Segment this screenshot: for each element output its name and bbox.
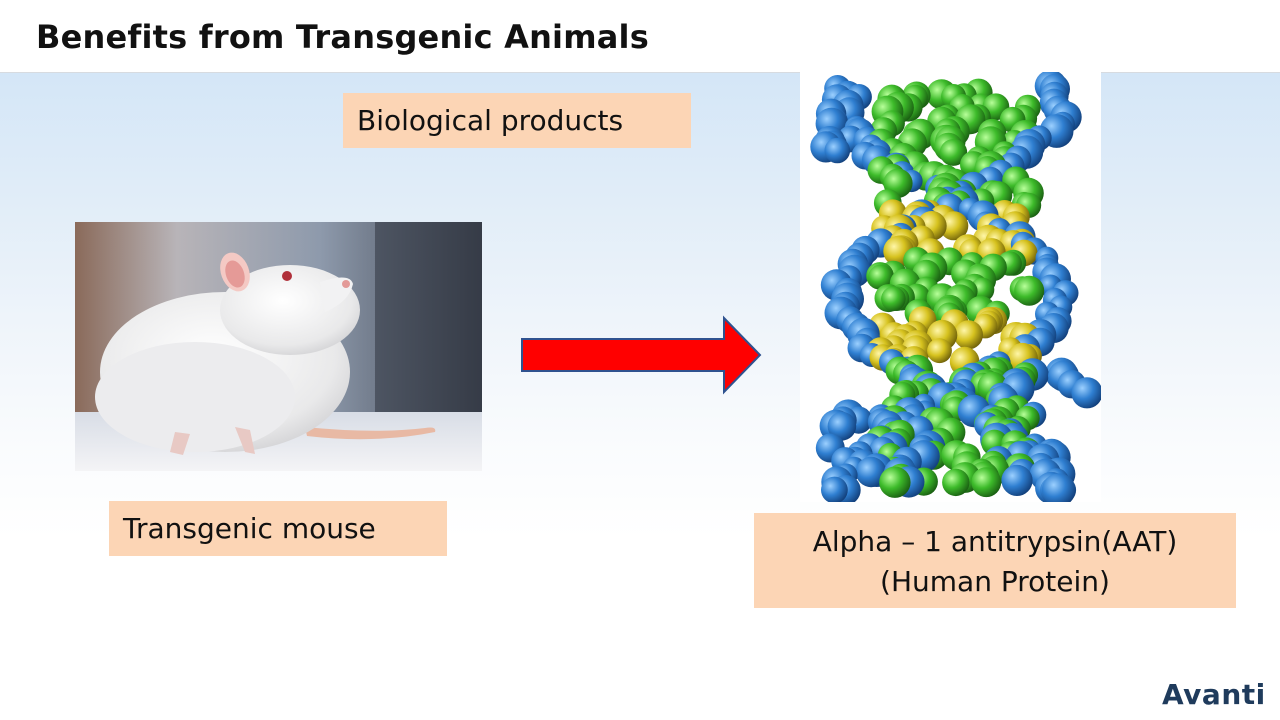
aat-label-line1: Alpha – 1 antitrypsin(AAT) [812, 525, 1178, 558]
right-arrow-icon [521, 315, 762, 395]
transgenic-mouse-photo [75, 222, 482, 471]
aat-protein-molecule-image [800, 72, 1101, 502]
aat-label-line2: (Human Protein) [880, 565, 1110, 598]
aat-protein-label: Alpha – 1 antitrypsin(AAT) (Human Protei… [754, 513, 1236, 608]
slide-title: Benefits from Transgenic Animals [36, 18, 649, 56]
title-bar: Benefits from Transgenic Animals [0, 0, 1280, 73]
biological-products-label: Biological products [343, 93, 691, 148]
avanti-logo: Avanti [1162, 678, 1266, 711]
transgenic-mouse-label: Transgenic mouse [109, 501, 447, 556]
